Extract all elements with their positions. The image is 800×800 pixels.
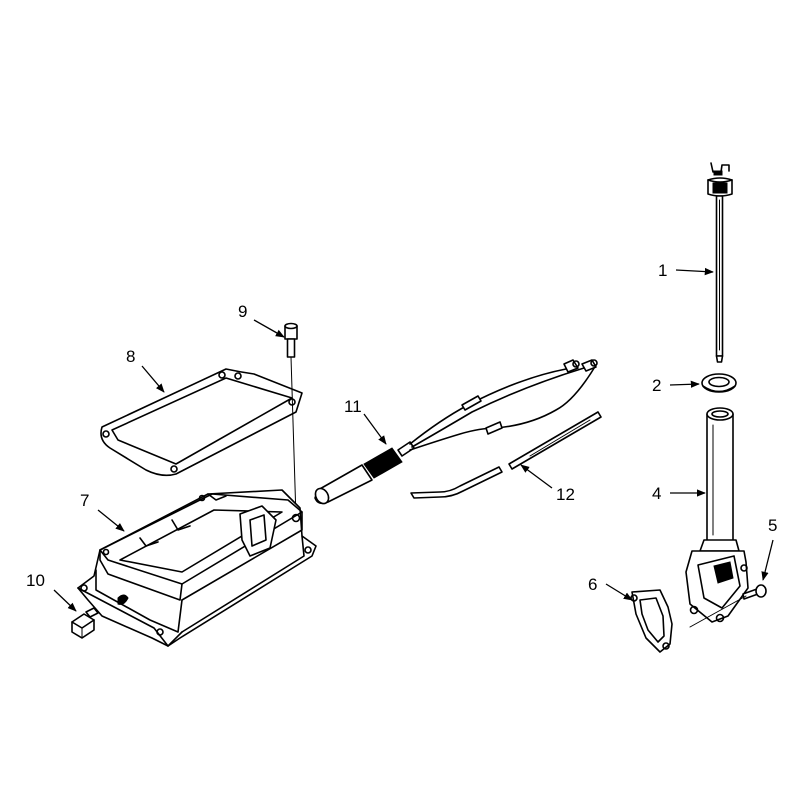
part-gasket — [630, 589, 673, 653]
callout-12: 12 — [556, 485, 575, 504]
part-oil-pan — [77, 489, 317, 647]
part-hoses — [410, 411, 602, 499]
part-dipstick-tube — [685, 407, 749, 623]
callout-5: 5 — [768, 516, 777, 535]
callout-7: 7 — [80, 491, 89, 510]
part-bolt — [284, 322, 298, 519]
part-cover-gasket — [100, 368, 303, 477]
callout-leaders — [53, 267, 774, 612]
callout-4: 4 — [652, 484, 661, 503]
callout-8: 8 — [126, 347, 135, 366]
part-wire-harness — [314, 359, 598, 505]
callout-11: 11 — [344, 397, 362, 416]
part-washer — [701, 373, 737, 393]
part-dipstick — [707, 162, 733, 363]
part-screw — [689, 584, 767, 628]
callout-6: 6 — [588, 575, 597, 594]
callout-2: 2 — [652, 376, 661, 395]
callout-9: 9 — [238, 302, 247, 321]
callout-10: 10 — [26, 571, 45, 590]
part-drain-plug — [71, 607, 99, 639]
callout-1: 1 — [658, 261, 667, 280]
